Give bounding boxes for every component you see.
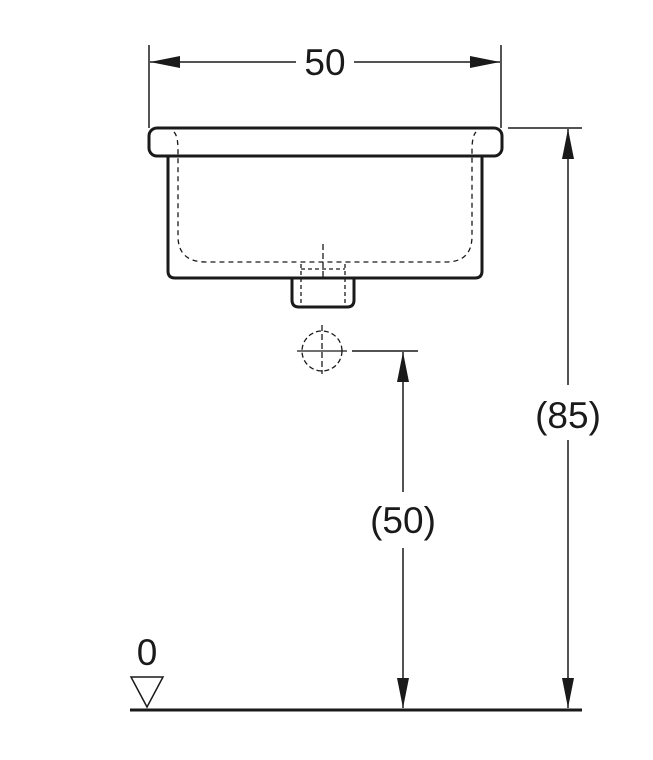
floor-level-label: 0 — [137, 632, 158, 673]
drain-hidden-bore — [300, 264, 346, 304]
drain-outlet — [290, 278, 356, 309]
width-label: 50 — [304, 42, 345, 83]
bowl-hidden-contour — [173, 131, 477, 263]
drain-height-label: (50) — [370, 500, 436, 541]
basin-body — [166, 156, 484, 280]
floor-level-reference: 0 — [129, 632, 582, 712]
overall-height-dimension: (85) — [508, 127, 601, 708]
level-triangle-icon — [129, 676, 165, 709]
overall-height-label: (85) — [535, 395, 601, 436]
drain-height-dimension: (50) — [352, 350, 436, 708]
basin-rim — [147, 126, 504, 158]
width-dimension: 50 — [148, 42, 502, 128]
waste-centre-symbol — [297, 325, 347, 374]
